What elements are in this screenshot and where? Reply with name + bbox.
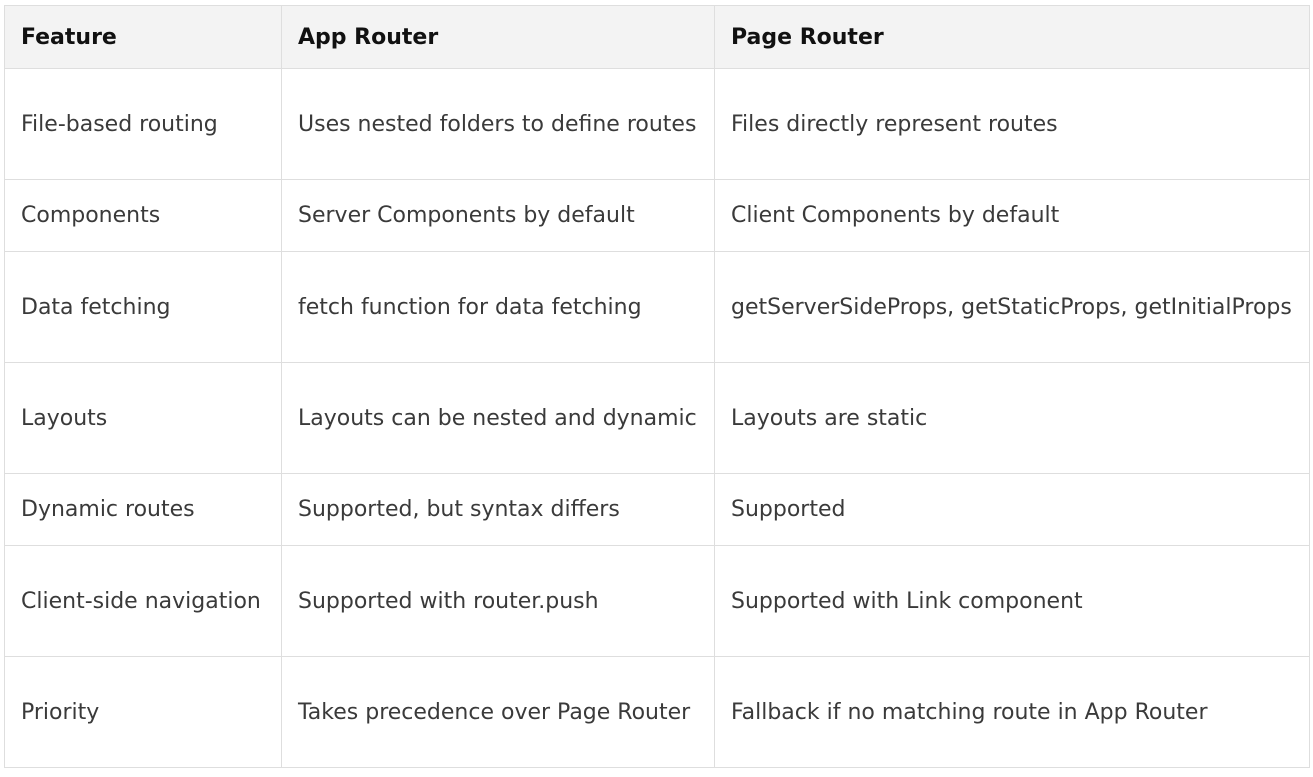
header-page-router: Page Router xyxy=(714,5,1310,69)
cell-feature: Priority xyxy=(4,656,282,768)
cell-page-router: Layouts are static xyxy=(714,362,1310,474)
cell-feature: Client-side navigation xyxy=(4,545,282,657)
cell-feature: Components xyxy=(4,179,282,252)
table-row: Data fetching fetch function for data fe… xyxy=(4,251,1310,363)
router-comparison-table: Feature App Router Page Router File-base… xyxy=(4,5,1310,768)
cell-app-router: Layouts can be nested and dynamic xyxy=(281,362,715,474)
cell-app-router: Supported, but syntax differs xyxy=(281,473,715,546)
cell-page-router: getServerSideProps, getStaticProps, getI… xyxy=(714,251,1310,363)
cell-page-router: Files directly represent routes xyxy=(714,68,1310,180)
table-row: Layouts Layouts can be nested and dynami… xyxy=(4,362,1310,474)
comparison-table-container: Feature App Router Page Router File-base… xyxy=(4,5,1310,768)
cell-page-router: Supported with Link component xyxy=(714,545,1310,657)
cell-app-router: Server Components by default xyxy=(281,179,715,252)
header-app-router: App Router xyxy=(281,5,715,69)
cell-feature: Data fetching xyxy=(4,251,282,363)
cell-app-router: Supported with router.push xyxy=(281,545,715,657)
cell-feature: Dynamic routes xyxy=(4,473,282,546)
cell-app-router: Takes precedence over Page Router xyxy=(281,656,715,768)
header-feature: Feature xyxy=(4,5,282,69)
table-row: Dynamic routes Supported, but syntax dif… xyxy=(4,473,1310,546)
cell-page-router: Fallback if no matching route in App Rou… xyxy=(714,656,1310,768)
cell-feature: File-based routing xyxy=(4,68,282,180)
table-row: Client-side navigation Supported with ro… xyxy=(4,545,1310,657)
table-header-row: Feature App Router Page Router xyxy=(4,5,1310,69)
cell-page-router: Supported xyxy=(714,473,1310,546)
table-row: Priority Takes precedence over Page Rout… xyxy=(4,656,1310,768)
table-row: File-based routing Uses nested folders t… xyxy=(4,68,1310,180)
cell-app-router: Uses nested folders to define routes xyxy=(281,68,715,180)
table-row: Components Server Components by default … xyxy=(4,179,1310,252)
cell-app-router: fetch function for data fetching xyxy=(281,251,715,363)
cell-page-router: Client Components by default xyxy=(714,179,1310,252)
cell-feature: Layouts xyxy=(4,362,282,474)
